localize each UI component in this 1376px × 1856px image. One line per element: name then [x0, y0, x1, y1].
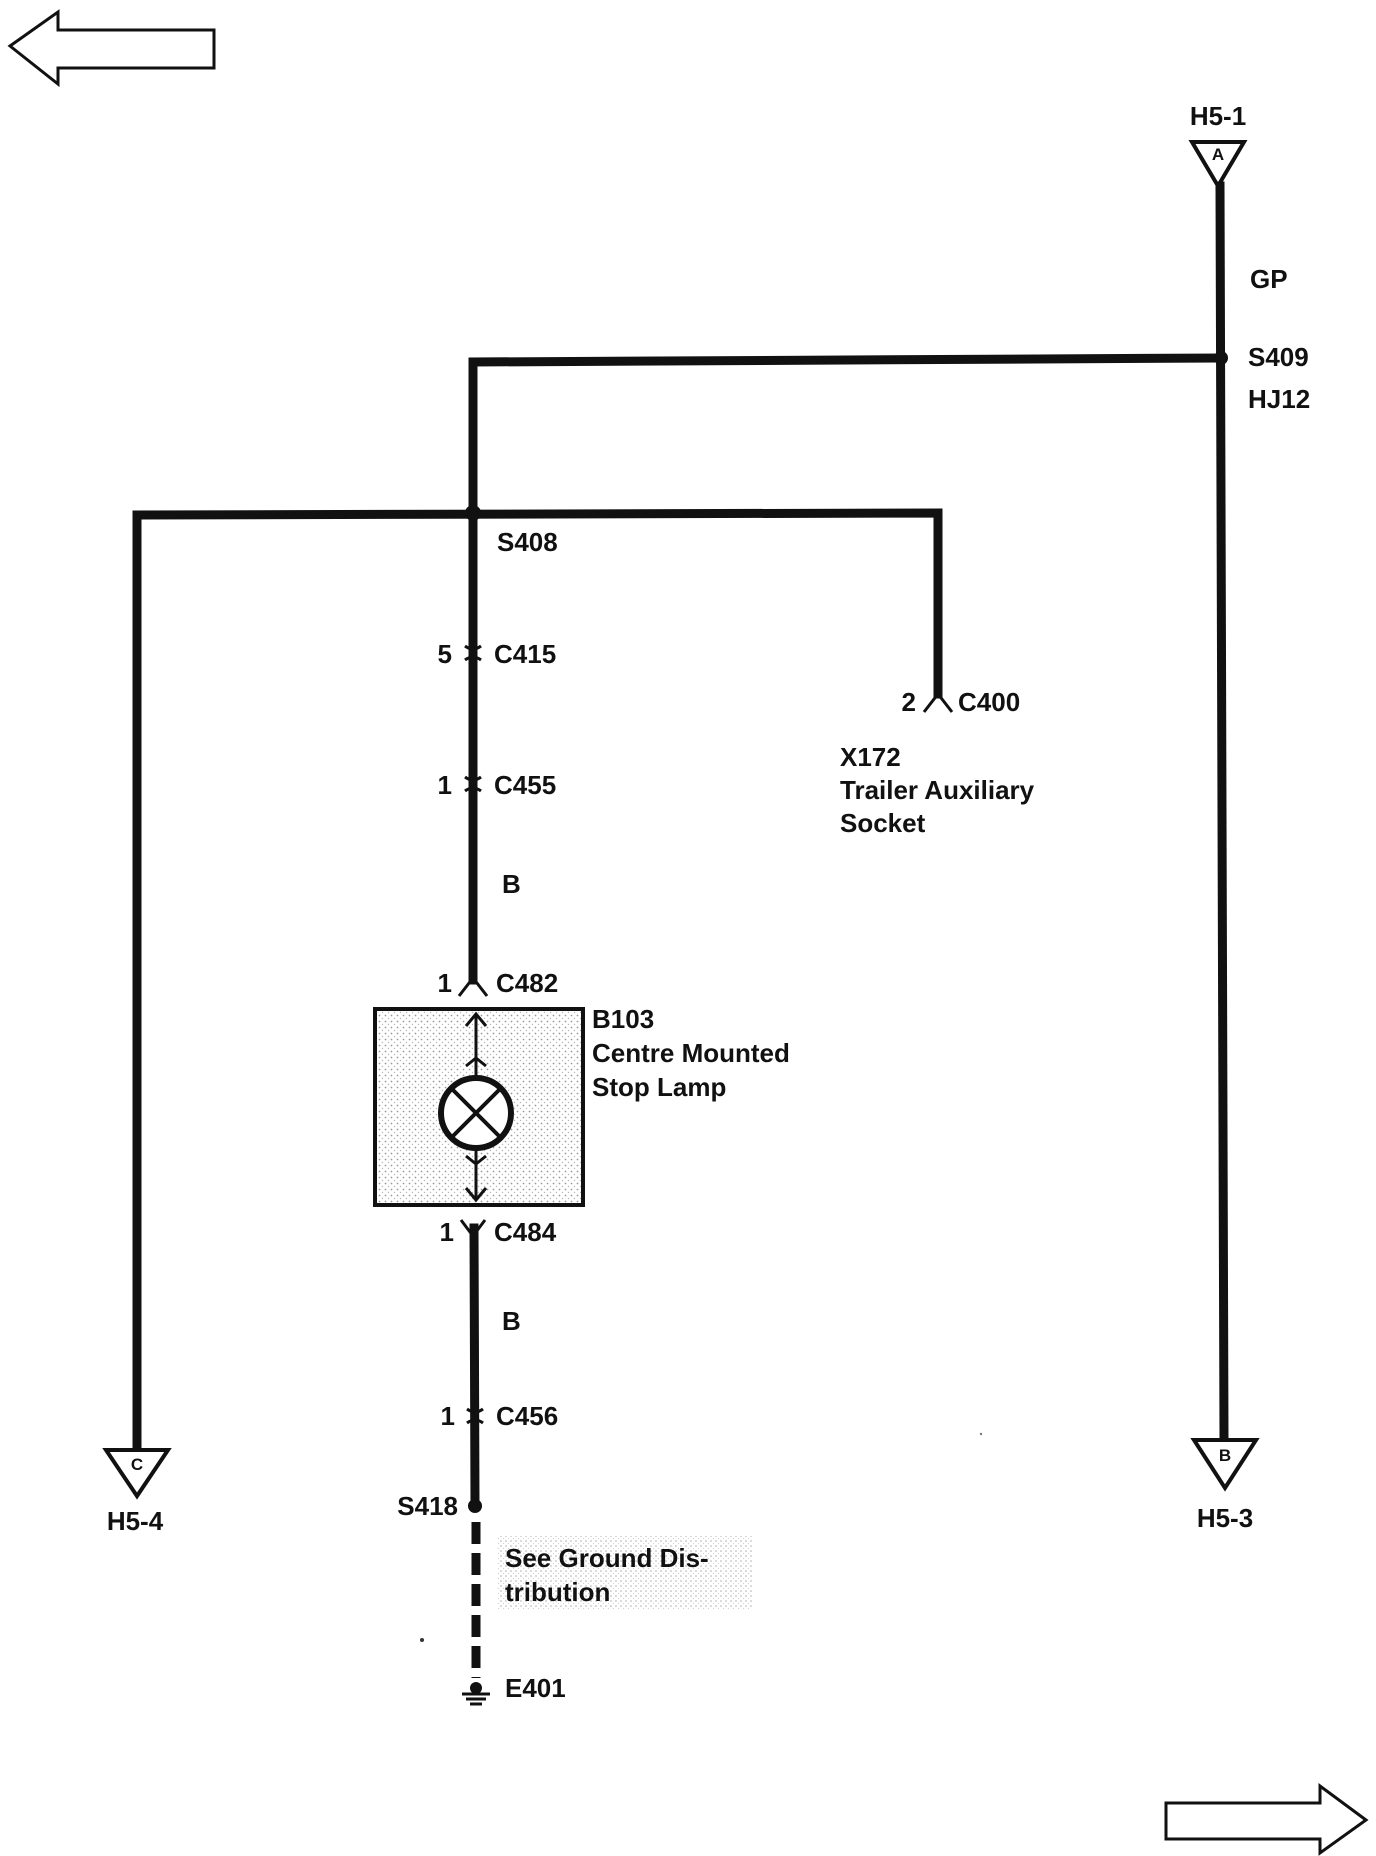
ground-e401-label: E401 — [505, 1673, 566, 1703]
component-x172-id: X172 — [840, 742, 901, 772]
connector-c482-name: C482 — [496, 968, 558, 998]
connector-c455-pin: 1 — [438, 770, 452, 800]
connector-c400-pin-icon — [922, 691, 954, 713]
connector-c400-name: C400 — [958, 687, 1020, 717]
component-b103-line2: Stop Lamp — [592, 1072, 726, 1102]
connector-h5-3-letter: B — [1219, 1446, 1231, 1465]
splice-s409-label: S409 — [1248, 342, 1309, 372]
splice-s408-label: S408 — [497, 527, 558, 557]
connector-h5-3: B H5-3 — [1190, 1438, 1260, 1533]
connector-c456-pin-icon — [466, 1407, 484, 1425]
connector-h5-3-ref: H5-3 — [1197, 1503, 1253, 1533]
triangle-down-icon — [102, 1448, 172, 1500]
wire-branch-s408 — [132, 508, 943, 1455]
component-x172-line1: Trailer Auxiliary — [840, 775, 1035, 805]
wire-b-lower-label: B — [502, 1306, 521, 1336]
component-b103-stop-lamp — [373, 1007, 585, 1207]
connector-c415-pin-icon — [464, 644, 482, 662]
ground-icon — [462, 1682, 490, 1706]
triangle-down-icon — [1190, 1438, 1260, 1492]
wire-gp-main — [1215, 181, 1229, 1445]
wire-gp-label: GP — [1250, 264, 1288, 294]
component-x172-line2: Socket — [840, 808, 926, 838]
wire-b-lower — [469, 1223, 480, 1510]
component-b103-line1: Centre Mounted — [592, 1038, 790, 1068]
right-arrow-icon — [1164, 1783, 1369, 1856]
wire-branch-s409-s408 — [468, 353, 1226, 517]
splice-s418 — [468, 1499, 482, 1513]
connector-c484-pin: 1 — [440, 1217, 454, 1247]
connector-h5-4-letter: C — [131, 1455, 143, 1474]
connector-c484-name: C484 — [494, 1217, 557, 1247]
left-arrow-icon — [7, 9, 216, 88]
wire-b-upper-label: B — [502, 869, 521, 899]
ground-note-line1: See Ground Dis- — [505, 1543, 709, 1573]
connector-h5-1: H5-1 A — [1188, 101, 1248, 190]
splice-hj12-label: HJ12 — [1248, 384, 1310, 414]
connector-c415-name: C415 — [494, 639, 556, 669]
connector-c456-name: C456 — [496, 1401, 558, 1431]
connector-h5-4: C H5-4 — [102, 1448, 172, 1536]
connector-h5-1-ref: H5-1 — [1190, 101, 1246, 131]
connector-c455-name: C455 — [494, 770, 556, 800]
forward-arrow-button[interactable] — [1164, 1783, 1369, 1856]
connector-c456-pin: 1 — [441, 1401, 455, 1431]
connector-h5-1-letter: A — [1212, 145, 1224, 164]
splice-s418-label: S418 — [397, 1491, 458, 1521]
connector-h5-4-ref: H5-4 — [107, 1506, 164, 1536]
triangle-down-icon — [1188, 140, 1248, 190]
back-arrow-button[interactable] — [7, 9, 216, 88]
connector-c400-pin: 2 — [902, 687, 916, 717]
connector-c415-pin: 5 — [438, 639, 452, 669]
connector-c482-pin: 1 — [438, 968, 452, 998]
component-b103-id: B103 — [592, 1004, 654, 1034]
connector-c482-pin-icon — [457, 975, 489, 997]
ground-note-line2: tribution — [505, 1577, 610, 1607]
connector-c455-pin-icon — [464, 775, 482, 793]
ground-note-background — [498, 1536, 752, 1610]
